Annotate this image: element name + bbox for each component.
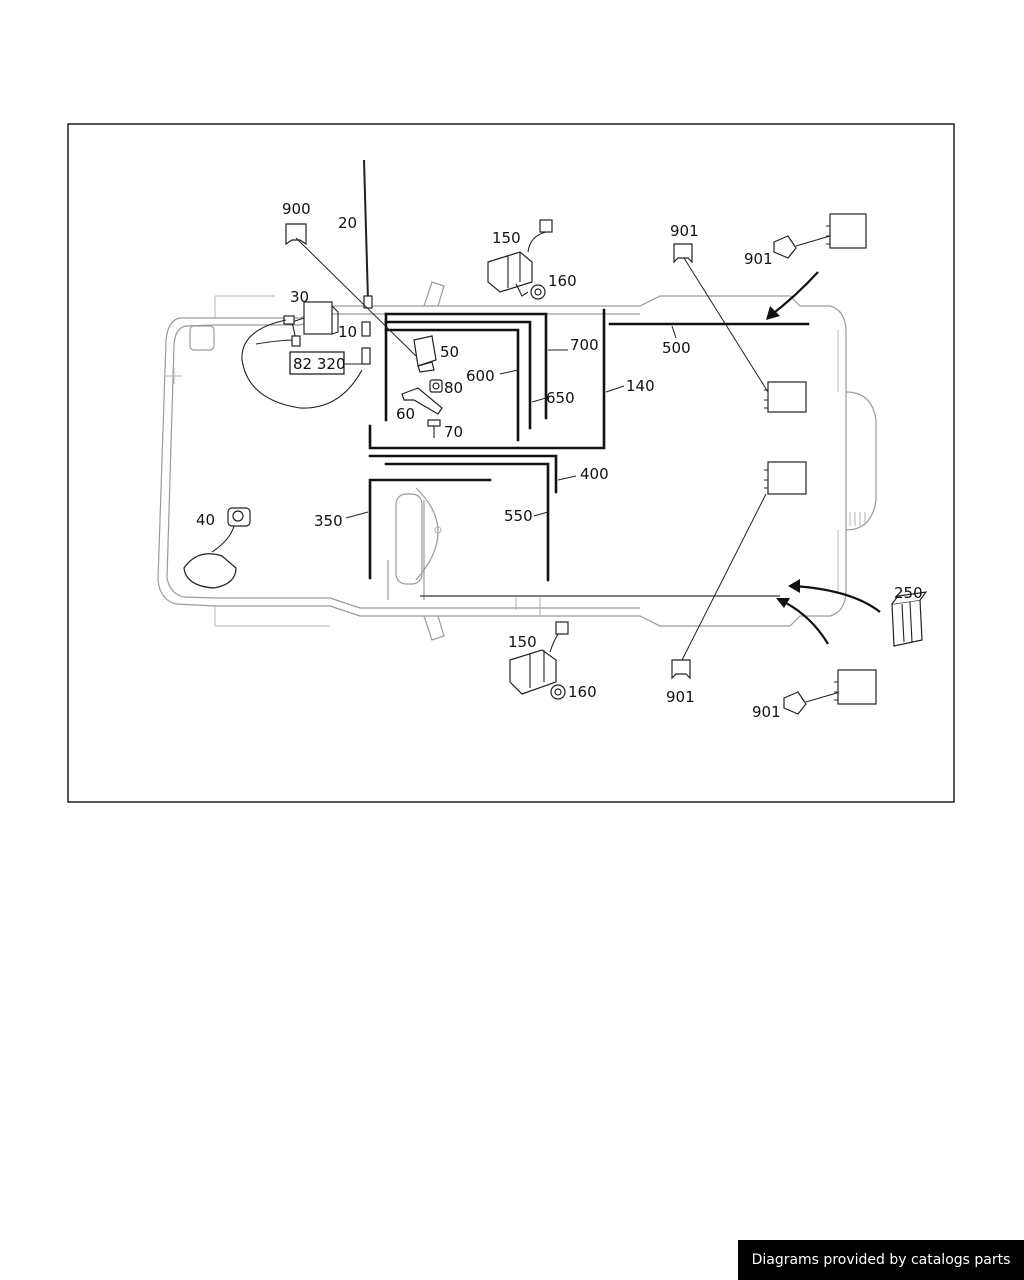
label-350: 350 bbox=[314, 512, 343, 530]
label-900: 900 bbox=[282, 200, 311, 218]
label-leaders bbox=[345, 325, 677, 519]
assembly-arrows bbox=[766, 271, 881, 645]
label-250: 250 bbox=[894, 584, 923, 602]
connector-part-10 bbox=[361, 321, 371, 365]
vehicle-outline bbox=[157, 281, 877, 641]
nut-part-160-bottom bbox=[550, 684, 566, 700]
label-10: 10 bbox=[338, 323, 357, 341]
module-middle-right bbox=[679, 461, 807, 665]
connector-part-901-top bbox=[673, 243, 779, 409]
label-500: 500 bbox=[662, 339, 691, 357]
control-unit-part-150-top bbox=[487, 219, 553, 297]
label-20: 20 bbox=[338, 214, 357, 232]
label-40: 40 bbox=[196, 511, 215, 529]
label-30: 30 bbox=[290, 288, 309, 306]
bracket-part-60 bbox=[401, 387, 443, 415]
connector-part-901-bottom bbox=[671, 659, 691, 680]
label-80: 80 bbox=[444, 379, 463, 397]
label-901-top: 901 bbox=[670, 222, 699, 240]
label-50: 50 bbox=[440, 343, 459, 361]
harness-cables bbox=[368, 308, 810, 597]
label-400: 400 bbox=[580, 465, 609, 483]
label-650: 650 bbox=[546, 389, 575, 407]
control-unit-part-250 bbox=[891, 591, 928, 647]
antenna-part-20 bbox=[363, 159, 373, 309]
reference-box bbox=[289, 351, 345, 375]
label-700: 700 bbox=[570, 336, 599, 354]
label-60: 60 bbox=[396, 405, 415, 423]
label-150-bottom: 150 bbox=[508, 633, 537, 651]
cable-loop bbox=[241, 319, 363, 409]
label-150-top: 150 bbox=[492, 229, 521, 247]
connector-part-901-top-right bbox=[773, 213, 867, 259]
nut-part-160-top bbox=[530, 284, 546, 300]
credit-badge: Diagrams provided by catalogs parts bbox=[738, 1240, 1024, 1280]
nut-part-80 bbox=[429, 379, 443, 393]
label-70: 70 bbox=[444, 423, 463, 441]
screw-part-70 bbox=[427, 419, 441, 438]
reference-label-82-320: 82 320 bbox=[293, 355, 346, 373]
label-550: 550 bbox=[504, 507, 533, 525]
control-unit-part-150-bottom bbox=[509, 621, 569, 695]
sensor-part-40 bbox=[183, 507, 251, 589]
part-labels: 20 900 30 10 50 80 60 70 600 650 700 140… bbox=[196, 200, 923, 721]
label-160-top: 160 bbox=[548, 272, 577, 290]
label-160-bottom: 160 bbox=[568, 683, 597, 701]
connector-part-901-bottom-right bbox=[783, 669, 877, 715]
label-600: 600 bbox=[466, 367, 495, 385]
label-901-top-right: 901 bbox=[744, 250, 773, 268]
label-901-bottom: 901 bbox=[666, 688, 695, 706]
connector-part-900 bbox=[285, 223, 417, 357]
module-part-30 bbox=[255, 301, 339, 347]
amplifier-part-50 bbox=[413, 335, 437, 373]
label-140: 140 bbox=[626, 377, 655, 395]
label-901-bottom-right: 901 bbox=[752, 703, 781, 721]
module-upper-right bbox=[764, 381, 807, 413]
diagram-frame bbox=[67, 123, 955, 803]
